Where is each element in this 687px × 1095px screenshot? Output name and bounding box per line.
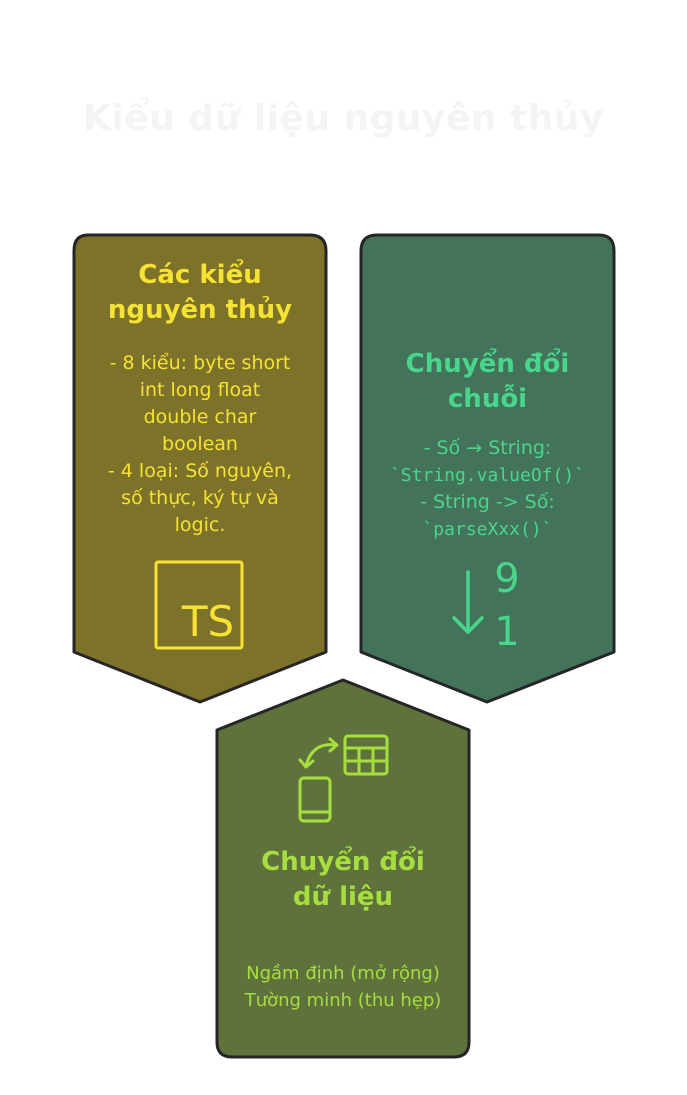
sort-icon-top: 9	[494, 556, 519, 602]
body-line: - 8 kiểu: byte short	[109, 352, 291, 374]
body-line: - String -> Số:	[420, 491, 555, 513]
body-line: - 4 loại: Số nguyên,	[107, 460, 293, 482]
sort-descending-numeric-icon: 9 1	[452, 556, 520, 655]
card-data-conversion-title: Chuyển đổi dữ liệu	[217, 845, 469, 915]
body-line: int long float	[139, 379, 261, 401]
sort-icon-bottom: 1	[494, 609, 519, 655]
card-title-line: Các kiểu	[138, 260, 262, 290]
card-string-conversion-shape	[359, 233, 616, 704]
page-title: Kiểu dữ liệu nguyên thủy	[82, 98, 604, 139]
body-line-code: `parseXxx()`	[422, 519, 553, 540]
body-line: - Số → String:	[423, 437, 552, 459]
card-primitive-types-body: - 8 kiểu: byte short int long float doub…	[80, 350, 320, 539]
typescript-icon-label: TS	[181, 597, 234, 646]
body-line: số thực, ký tự và	[121, 487, 279, 509]
body-line: Ngầm định (mở rộng)	[246, 963, 440, 984]
body-line: Tường minh (thu hẹp)	[244, 990, 442, 1011]
card-title-line: dữ liệu	[292, 882, 394, 912]
device-table-transfer-icon	[298, 734, 389, 823]
card-data-conversion-body: Ngầm định (mở rộng) Tường minh (thu hẹp)	[217, 960, 469, 1014]
body-line: logic.	[174, 514, 226, 536]
card-primitive-types-shape	[72, 233, 328, 704]
body-line: boolean	[162, 433, 238, 455]
card-string-conversion-body: - Số → String: `String.valueOf()` - Stri…	[366, 435, 609, 543]
card-title-line: Chuyển đổi	[261, 847, 425, 877]
card-title-line: nguyên thủy	[107, 295, 293, 325]
card-data-conversion-shape	[215, 678, 471, 1059]
card-title-line: chuỗi	[447, 384, 528, 414]
body-line-code: `String.valueOf()`	[389, 465, 586, 486]
typescript-icon: TS	[154, 560, 244, 650]
body-line: double char	[143, 406, 257, 428]
card-title-line: Chuyển đổi	[405, 349, 570, 379]
card-string-conversion-title: Chuyển đổi chuỗi	[361, 347, 614, 417]
card-primitive-types-title: Các kiểu nguyên thủy	[74, 258, 326, 328]
